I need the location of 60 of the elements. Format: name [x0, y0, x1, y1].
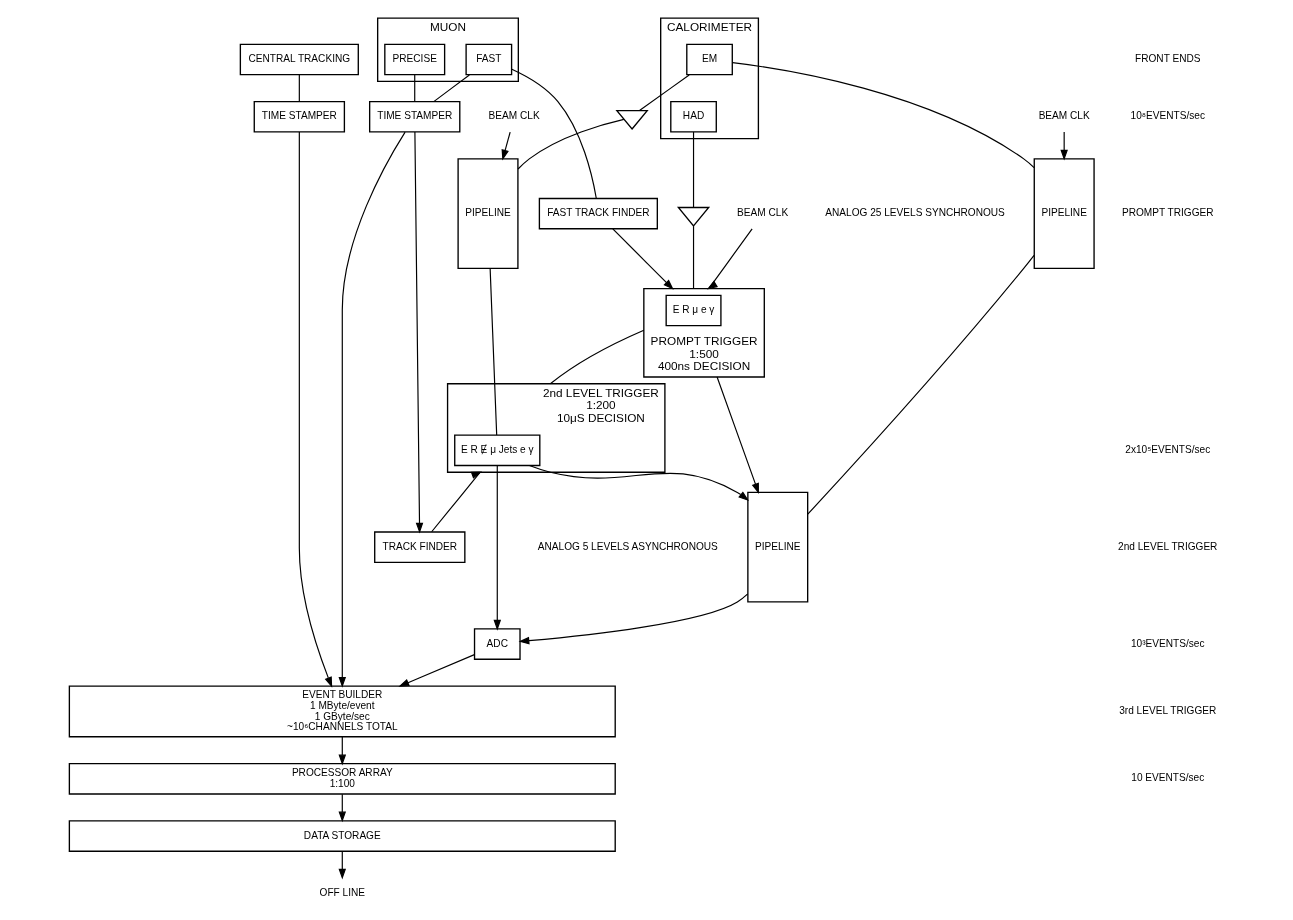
- label: 3rd LEVEL TRIGGER: [1118, 705, 1216, 717]
- node-box: E R Ɇ μ Jets e γ: [453, 434, 540, 467]
- label: 2nd LEVEL TRIGGER: [1117, 540, 1217, 552]
- connector: [692, 225, 694, 290]
- label: 2x10⁵EVENTS/sec: [1124, 443, 1210, 455]
- node-box: CENTRAL TRACKING: [239, 43, 359, 76]
- connector: [510, 68, 597, 199]
- arrow: [430, 471, 482, 533]
- connector: [638, 74, 690, 112]
- arrow: [493, 465, 501, 631]
- arrow: [518, 593, 748, 645]
- node-label: ANALOG 25 LEVELS SYNCHRONOUS: [824, 207, 1005, 219]
- node-text: BEAM CLK: [488, 110, 540, 122]
- connector: [549, 329, 644, 385]
- arrow: [338, 131, 406, 688]
- arrow: [397, 654, 475, 687]
- arrow: [338, 736, 346, 766]
- arrow: [528, 464, 749, 502]
- node-box: PIPELINE: [456, 158, 519, 270]
- node-box: ADC: [473, 628, 521, 660]
- node-box: EVENT BUILDER 1 MByte/event 1 GByte/sec ~10⁶CHANNELS TOTAL: [68, 685, 616, 738]
- node-box: DATA STORAGE: [68, 820, 616, 852]
- label: 10 EVENTS/sec: [1130, 772, 1204, 784]
- label: 10⁸EVENTS/sec: [1130, 110, 1205, 122]
- arrow: [611, 228, 674, 290]
- connector: [692, 131, 694, 208]
- node-label: ANALOG 5 LEVELS ASYNCHRONOUS: [537, 540, 718, 552]
- connector: [516, 118, 624, 170]
- connector: [298, 74, 300, 102]
- node-box: EM: [685, 43, 733, 76]
- node-box: FAST TRACK FINDER: [538, 197, 658, 230]
- connector: [806, 254, 1035, 515]
- node-triangle: [614, 109, 649, 130]
- connector: [413, 74, 415, 102]
- node-box: TRACK FINDER: [373, 531, 466, 563]
- arrow: [706, 228, 753, 290]
- label: PROMPT TRIGGER: [1121, 207, 1214, 219]
- arrow: [298, 131, 332, 688]
- node-box: PRECISE: [383, 43, 445, 76]
- connector: [489, 267, 497, 436]
- node-text: BEAM CLK: [1038, 110, 1090, 122]
- node-box: TIME STAMPER: [368, 100, 460, 133]
- node-text: BEAM CLK: [736, 207, 788, 219]
- node-triangle: [676, 206, 710, 227]
- node-box: PROCESSOR ARRAY 1:100: [68, 763, 616, 795]
- label: 10³EVENTS/sec: [1130, 637, 1205, 649]
- connector: [433, 74, 470, 102]
- arrow: [501, 131, 511, 161]
- node-box: FAST: [464, 43, 512, 76]
- connector: [731, 62, 1035, 169]
- node-box: TIME STAMPER: [253, 100, 345, 133]
- label: FRONT ENDS: [1134, 53, 1200, 65]
- node-box: E R μ e γ: [665, 294, 722, 327]
- arrow: [716, 376, 759, 494]
- node-text: OFF LINE: [319, 886, 365, 898]
- node-box: HAD: [669, 100, 717, 133]
- node-box: PIPELINE: [746, 491, 808, 603]
- arrow: [413, 131, 423, 534]
- node-box: PIPELINE: [1033, 158, 1095, 270]
- arrow: [1059, 131, 1068, 161]
